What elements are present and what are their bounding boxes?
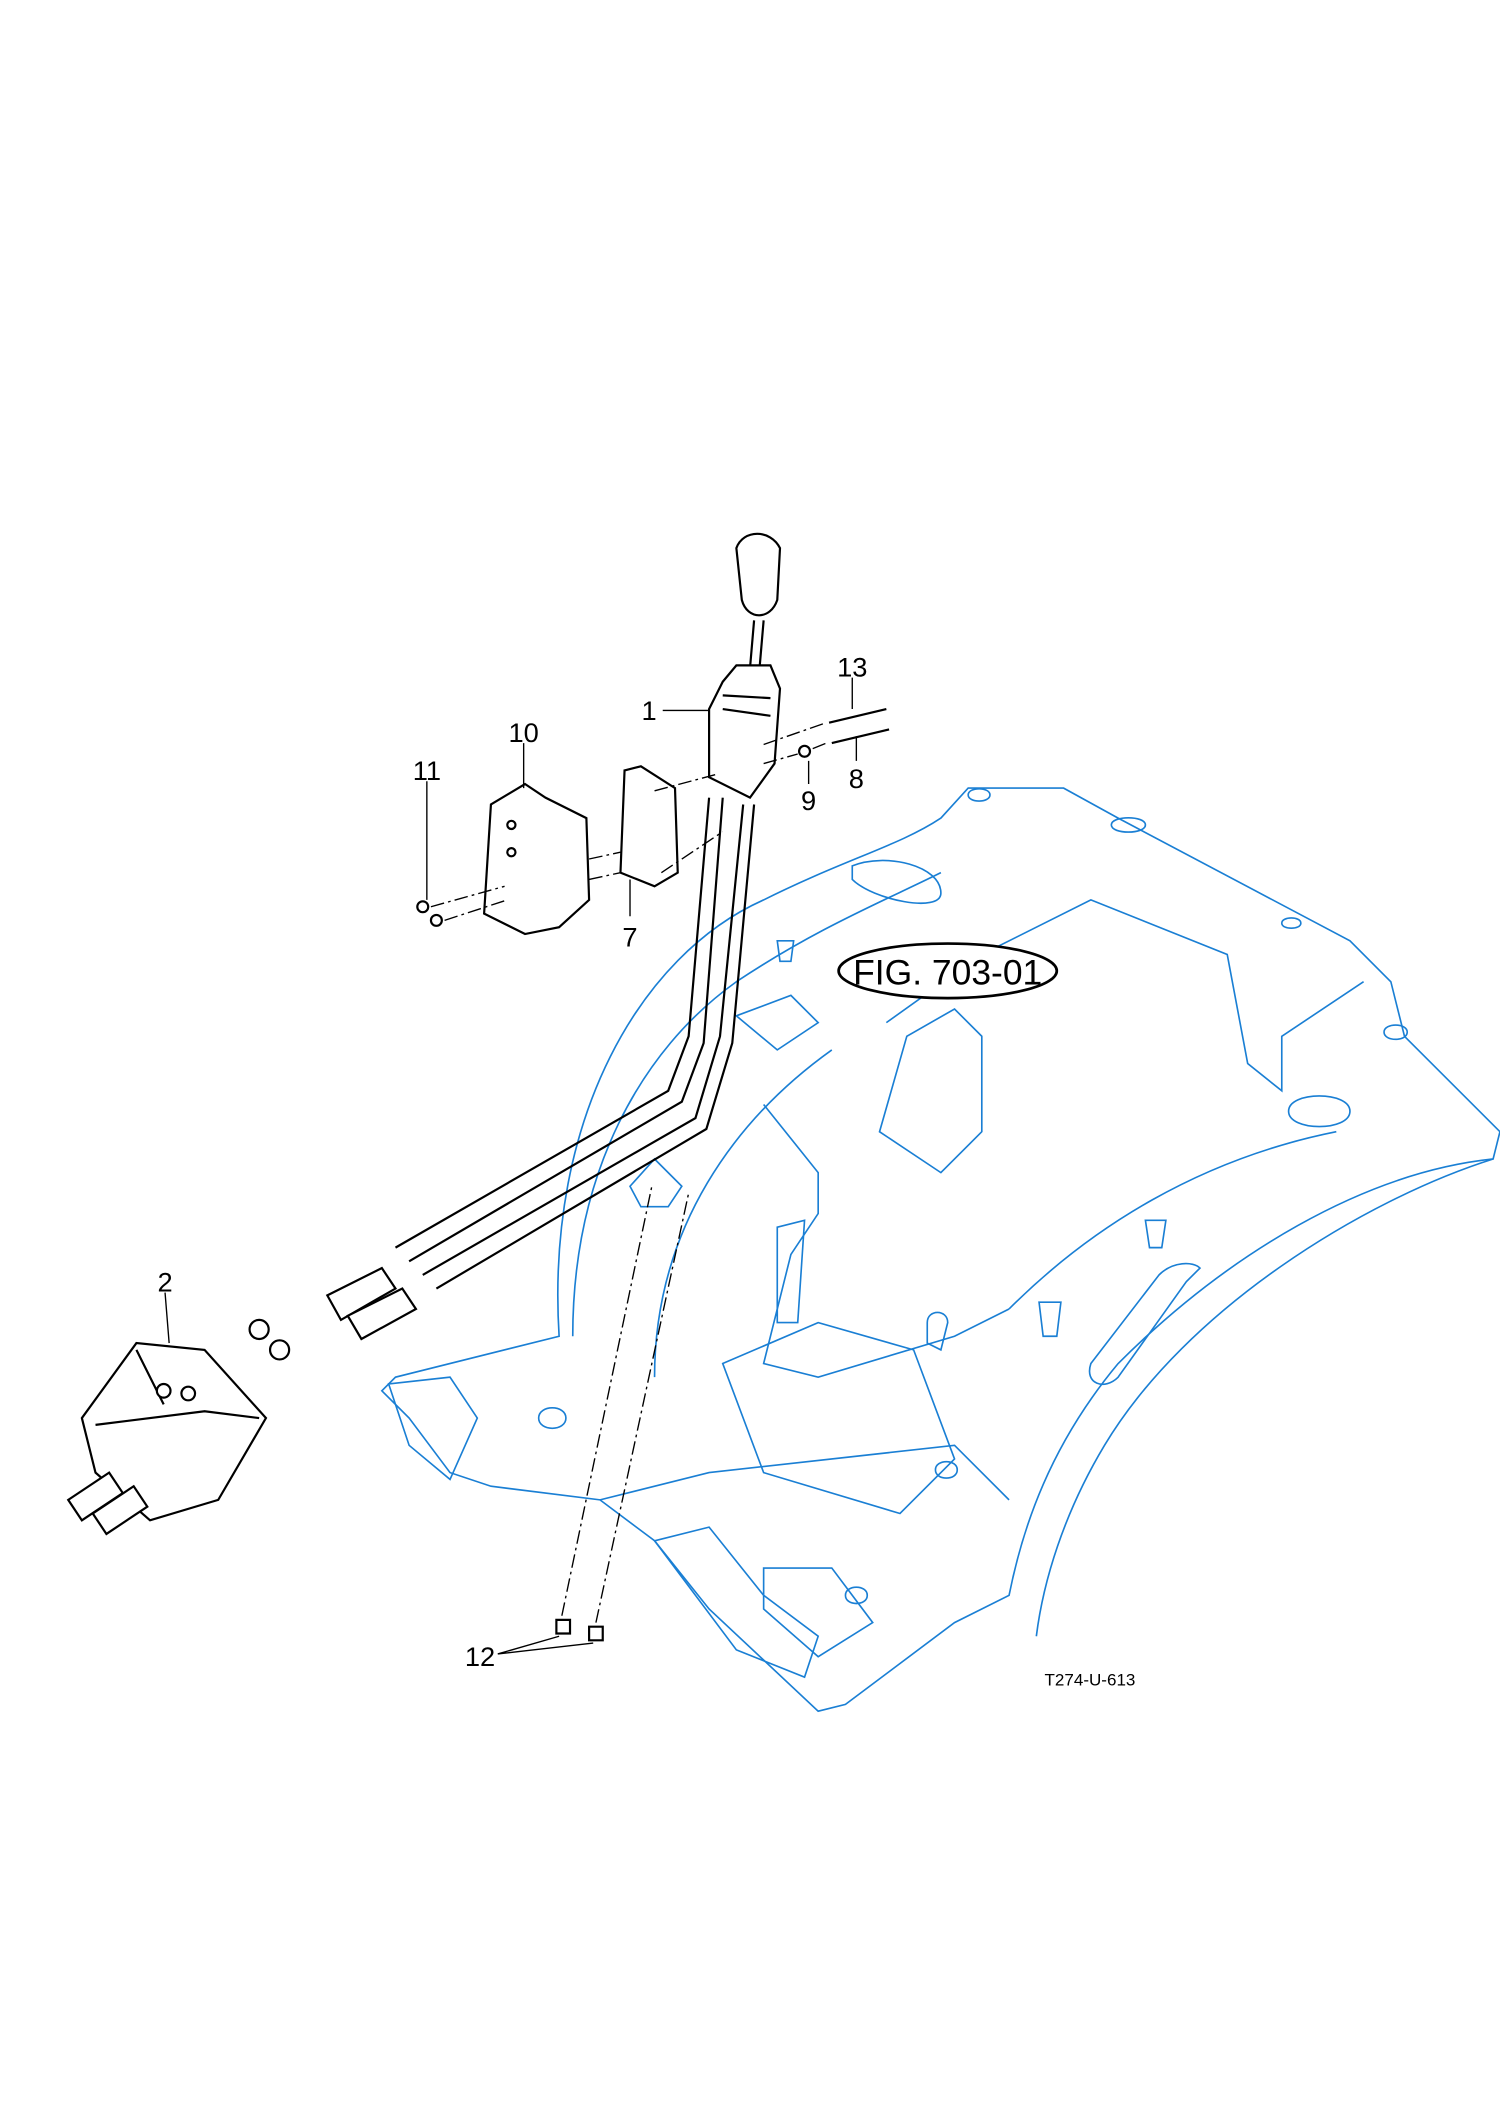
control-valve — [66, 1341, 268, 1536]
leader-lines — [164, 677, 858, 1655]
fasteners — [416, 707, 890, 1642]
callout-13[interactable]: 13 — [837, 651, 867, 682]
drawing-code: T274-U-613 — [1045, 1670, 1136, 1689]
figure-reference-label: FIG. 703-01 — [853, 952, 1042, 992]
callout-2[interactable]: 2 — [157, 1266, 172, 1297]
callout-12[interactable]: 12 — [465, 1641, 495, 1672]
callout-7[interactable]: 7 — [622, 921, 637, 952]
callout-8[interactable]: 8 — [849, 763, 864, 794]
control-lever-assembly — [248, 532, 782, 1361]
brackets — [482, 765, 679, 936]
callout-1[interactable]: 1 — [642, 695, 657, 726]
fender-floor-frame — [380, 787, 1500, 1713]
callout-9[interactable]: 9 — [801, 785, 816, 816]
callout-10[interactable]: 10 — [508, 717, 538, 748]
figure-reference[interactable]: FIG. 703-01 — [837, 942, 1059, 1000]
callout-11[interactable]: 11 — [413, 755, 441, 786]
callouts: 1 2 7 8 9 10 11 12 13 — [157, 651, 867, 1672]
